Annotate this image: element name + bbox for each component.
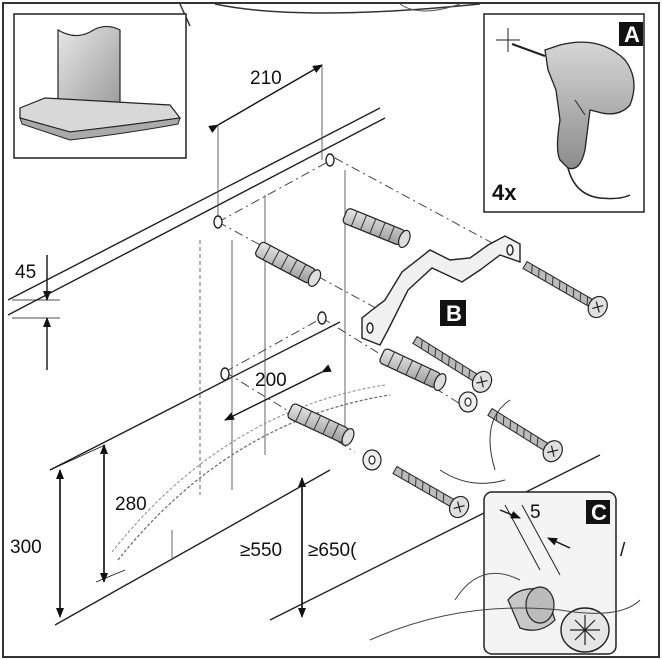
inset-a-badge <box>619 22 643 46</box>
wall-plug <box>287 403 355 447</box>
dimension-550-label: ≥550 <box>240 540 282 561</box>
inset-a-label: A <box>624 22 640 47</box>
dimension-45 <box>12 255 60 370</box>
wall-plug <box>379 348 447 392</box>
dimension-280 <box>95 444 126 583</box>
cable-lines <box>439 399 511 484</box>
drill-icon <box>544 41 635 170</box>
dimension-210: 210 <box>208 64 323 133</box>
callout-b-label: B <box>446 301 462 326</box>
screw <box>412 335 493 393</box>
wall-plug <box>255 241 322 287</box>
screw <box>487 407 563 463</box>
hood-outline-dashed <box>117 394 391 561</box>
dimension-650-label: ≥650( <box>308 540 357 561</box>
screw-gap-label: 5 <box>530 502 541 523</box>
dimension-200: 200 <box>224 364 332 421</box>
dimension-slash: / <box>620 540 626 561</box>
washer <box>362 391 478 471</box>
wall-plug <box>342 208 411 249</box>
hood-overview-inset <box>13 13 187 159</box>
inset-c-label: C <box>591 500 607 525</box>
hood-top-edge <box>179 3 481 27</box>
mounting-bracket <box>361 235 521 346</box>
screw <box>522 260 608 319</box>
dimension-210-label: 210 <box>250 68 282 89</box>
drill-inset <box>483 13 645 213</box>
inset-c-badge <box>586 500 610 524</box>
screw-detail-inset <box>483 491 617 655</box>
callout-b-badge <box>440 300 466 326</box>
dimension-280-label: 280 <box>115 494 147 515</box>
dimension-200-label: 200 <box>255 370 287 391</box>
screw <box>392 465 470 519</box>
drill-count: 4x <box>492 180 517 205</box>
dimension-300-label: 300 <box>10 537 42 558</box>
dimension-45-label: 45 <box>15 262 36 283</box>
dimension-300 <box>49 444 106 618</box>
